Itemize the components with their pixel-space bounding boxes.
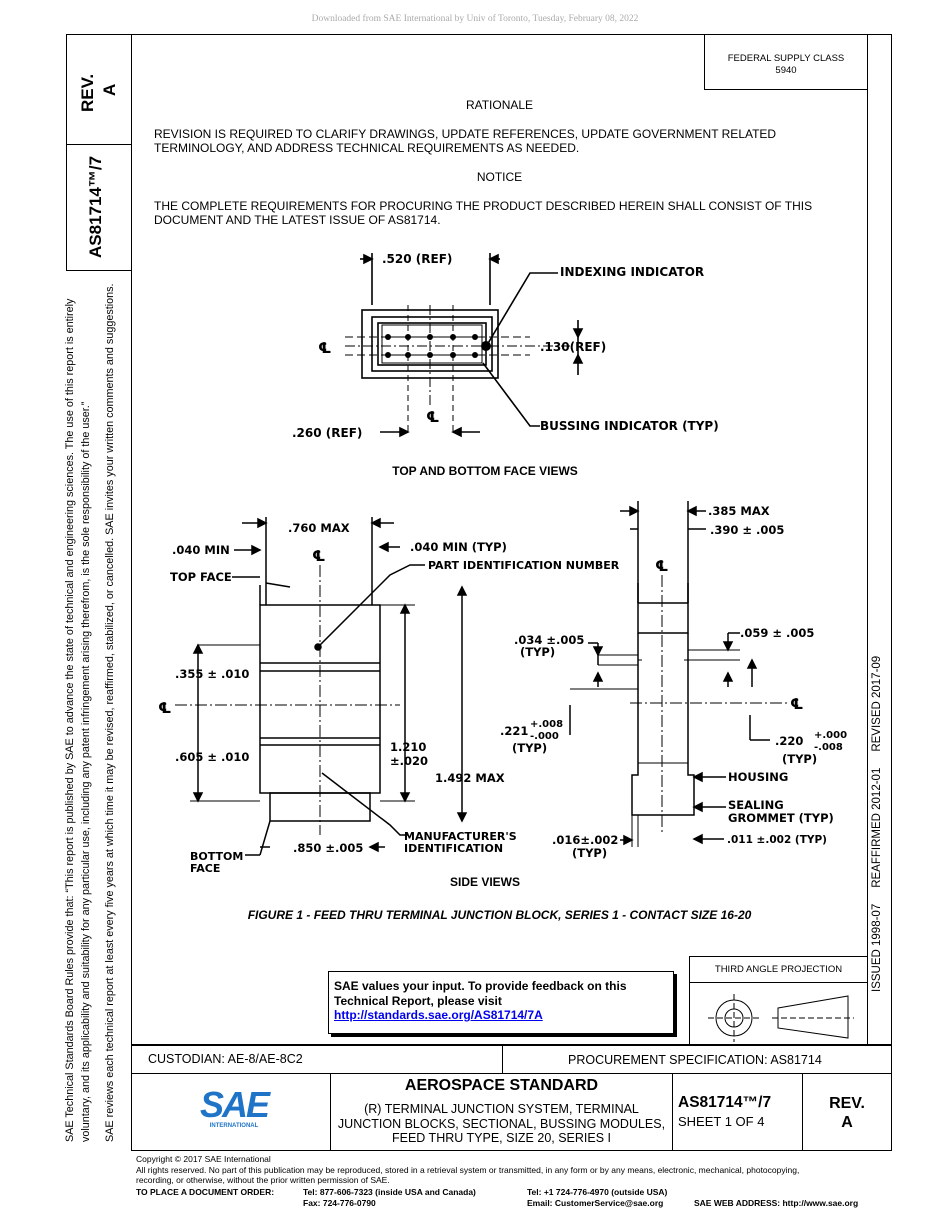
dim-1210-tol: ±.020 [390, 754, 428, 768]
dim-221-typ: (TYP) [512, 741, 547, 755]
third-angle-title-box [689, 956, 868, 983]
top-face-view-drawing: .520 (REF) INDEXING INDICATOR ℄ ℄ .130(R… [292, 252, 719, 440]
dim-520-label: .520 (REF) [382, 252, 452, 266]
dim-355-label: .355 ± .010 [175, 667, 249, 681]
dim-221-tol-plus: +.008 [530, 719, 563, 730]
dim-016-label: .016±.002 [552, 833, 618, 847]
sidebar-rev-label: REV. [78, 73, 97, 112]
standard-heading: AEROSPACE STANDARD [404, 1077, 599, 1094]
third-angle-symbol [708, 994, 854, 1042]
figure-title: FIGURE 1 - FEED THRU TERMINAL JUNCTION B… [247, 908, 752, 922]
web-address: SAE WEB ADDRESS: http://www.sae.org [694, 1198, 859, 1208]
rationale-text: REVISION IS REQUIRED TO CLARIFY DRAWINGS… [154, 127, 777, 155]
footer: Copyright © 2017 SAE International All r… [136, 1154, 800, 1185]
title-rev: REV. A [829, 1095, 865, 1131]
indexing-indicator-label: INDEXING INDICATOR [560, 265, 704, 279]
download-notice: Downloaded from SAE International by Uni… [311, 14, 639, 24]
dim-260-label: .260 (REF) [292, 426, 362, 440]
dim-040-min-label: .040 MIN [172, 543, 230, 557]
tel-usa: Tel: 877-606-7323 (inside USA and Canada… [303, 1187, 476, 1197]
sealing-grommet-label: SEALING [728, 798, 784, 812]
sidebar-rules-1: SAE Technical Standards Board Rules prov… [64, 298, 76, 1142]
feedback-text: SAE values your input. To provide feedba… [334, 979, 627, 1022]
notice-heading: NOTICE [476, 170, 523, 184]
bottom-face-label-2: FACE [190, 862, 220, 875]
dim-1210-label: 1.210 [390, 740, 426, 754]
fax: Fax: 724-776-0790 [303, 1198, 376, 1208]
part-id-label: PART IDENTIFICATION NUMBER [428, 559, 620, 572]
mfr-id-label-2: IDENTIFICATION [404, 842, 503, 855]
dim-220-tol-plus: +.000 [814, 730, 847, 741]
docnum-box [672, 1073, 803, 1151]
top-vertical-centerline: ℄ [426, 408, 439, 426]
side-views-caption: SIDE VIEWS [449, 875, 520, 889]
side-views-drawing: .355 ± .010 ℄ ℄ .760 MAX .040 MIN .040 M… [158, 501, 847, 875]
document-title: (R) TERMINAL JUNCTION SYSTEM, TERMINAL J… [337, 1102, 666, 1145]
sidebar-rules-2: voluntary, and its applicability and sui… [80, 401, 92, 1142]
sae-logo: SAE INTERNATIONAL [200, 1084, 270, 1130]
top-view-caption: TOP AND BOTTOM FACE VIEWS [392, 464, 578, 478]
dates-text: ISSUED 1998-07 REAFFIRMED 2012-01 REVISE… [871, 655, 883, 992]
sidebar-rev-value: A [100, 83, 119, 96]
dim-221-label: .221 [500, 724, 528, 738]
bottom-face-label: BOTTOM [190, 850, 243, 863]
sheet-number: SHEET 1 OF 4 [678, 1114, 765, 1129]
email: Email: CustomerService@sae.org [527, 1198, 664, 1208]
dim-059-label: .059 ± .005 [740, 626, 814, 640]
sidebar-doc-number: AS81714™/7 [86, 155, 105, 258]
dim-385-label: .385 MAX [708, 504, 770, 518]
dates-column [867, 34, 892, 1045]
dim-220-tol-minus: -.008 [814, 742, 843, 753]
tel-outside: Tel: +1 724-776-4970 (outside USA) [527, 1187, 668, 1197]
rev-box [802, 1073, 892, 1151]
order-label: TO PLACE A DOCUMENT ORDER: [136, 1187, 275, 1197]
top-face-label: TOP FACE [170, 570, 232, 584]
feedback-link[interactable]: http://standards.sae.org/AS81714/7A [334, 1008, 543, 1022]
supply-class-box [704, 34, 868, 90]
sidebar-rev-box [66, 34, 132, 145]
dim-034-typ: (TYP) [520, 645, 555, 659]
side-centerline-label: ℄ [158, 699, 171, 717]
notice-text: THE COMPLETE REQUIREMENTS FOR PROCURING … [154, 199, 813, 227]
dim-390-label: .390 ± .005 [710, 523, 784, 537]
supply-class: FEDERAL SUPPLY CLASS 5940 [727, 53, 845, 76]
third-angle-label: THIRD ANGLE PROJECTION [714, 964, 843, 975]
top-centerline-symbol: ℄ [318, 339, 331, 357]
sidebar-rules-3: SAE reviews each technical report at lea… [104, 283, 116, 1142]
title-doc-number: AS81714™/7 [678, 1094, 772, 1111]
dim-011-label: .011 ±.002 (TYP) [727, 834, 827, 846]
dim-1492-label: 1.492 MAX [435, 771, 505, 785]
dim-850-label: .850 ±.005 [293, 841, 363, 855]
right-vertical-centerline: ℄ [655, 557, 668, 575]
mfr-id-label: MANUFACTURER'S [404, 830, 517, 843]
dim-016-typ: (TYP) [572, 846, 607, 860]
procurement: PROCUREMENT SPECIFICATION: AS81714 [568, 1053, 822, 1067]
dim-220-typ: (TYP) [782, 752, 817, 766]
feedback-box [328, 971, 674, 1034]
dim-034-label: .034 ±.005 [514, 633, 584, 647]
dim-040-typ-label: .040 MIN (TYP) [410, 540, 507, 554]
dim-130-label: .130(REF) [540, 340, 606, 354]
housing-label: HOUSING [728, 770, 788, 784]
custodian: CUSTODIAN: AE-8/AE-8C2 [148, 1052, 303, 1066]
sealing-grommet-label-2: GROMMET (TYP) [728, 811, 834, 825]
dim-220-label: .220 [775, 734, 803, 748]
rationale-heading: RATIONALE [465, 98, 534, 112]
dim-605-label: .605 ± .010 [175, 750, 249, 764]
dim-221-tol-minus: -.000 [530, 731, 559, 742]
right-centerline-label: ℄ [790, 695, 803, 713]
dim-760-label: .760 MAX [288, 521, 350, 535]
side-vertical-centerline: ℄ [312, 547, 325, 565]
bussing-indicator-label: BUSSING INDICATOR (TYP) [540, 419, 719, 433]
